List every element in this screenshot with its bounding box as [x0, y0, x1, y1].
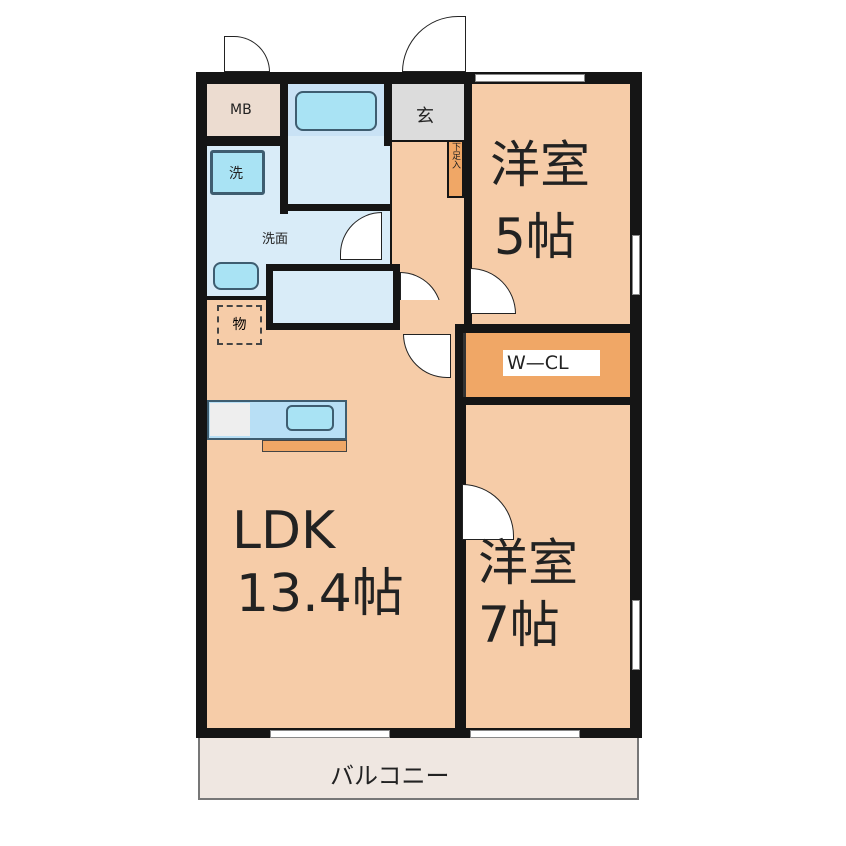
kitchen-sink: [286, 405, 334, 431]
room2-label: 洋室: [478, 534, 578, 592]
entrance: [392, 84, 464, 140]
shoe-box: 下足入: [447, 140, 464, 198]
shoe-box-label: 下足入: [449, 142, 462, 196]
room2-door[interactable]: [462, 484, 514, 540]
storage-icon: 物: [217, 305, 262, 345]
balcony-label: バルコニー: [330, 762, 450, 790]
window: [632, 235, 640, 295]
room1-label: 洋室: [490, 136, 590, 194]
mb-room: [207, 84, 280, 136]
laundry-label: 洗: [229, 166, 243, 182]
sink-icon: [213, 262, 259, 290]
room2-size: 7帖: [478, 596, 560, 654]
wcl-label-bg: [503, 350, 600, 376]
window: [475, 74, 585, 82]
bath-wall-bottom: [280, 204, 392, 211]
bath-wall: [280, 84, 288, 214]
ldk-room: [207, 300, 455, 728]
kitchen-back: [262, 440, 347, 452]
toilet-room-2: [273, 271, 393, 323]
mb-label: MB: [230, 102, 252, 118]
window: [470, 730, 580, 738]
western-room-7: [466, 405, 630, 728]
toilet-bottom-space: [207, 330, 455, 334]
stove-icon: [210, 403, 250, 436]
window: [270, 730, 390, 738]
entrance-label: 玄: [416, 106, 434, 127]
room1-size: 5帖: [494, 208, 576, 266]
washroom-label: 洗面: [262, 232, 289, 247]
ldk-size: 13.4帖: [236, 564, 404, 624]
bathtub-icon: [295, 91, 377, 131]
mb-door[interactable]: [224, 36, 270, 72]
window: [632, 600, 640, 670]
washing-machine: [210, 150, 265, 195]
ldk-label: LDK: [232, 501, 336, 561]
front-door[interactable]: [402, 16, 466, 72]
wcl-label: W—CL: [507, 352, 569, 374]
